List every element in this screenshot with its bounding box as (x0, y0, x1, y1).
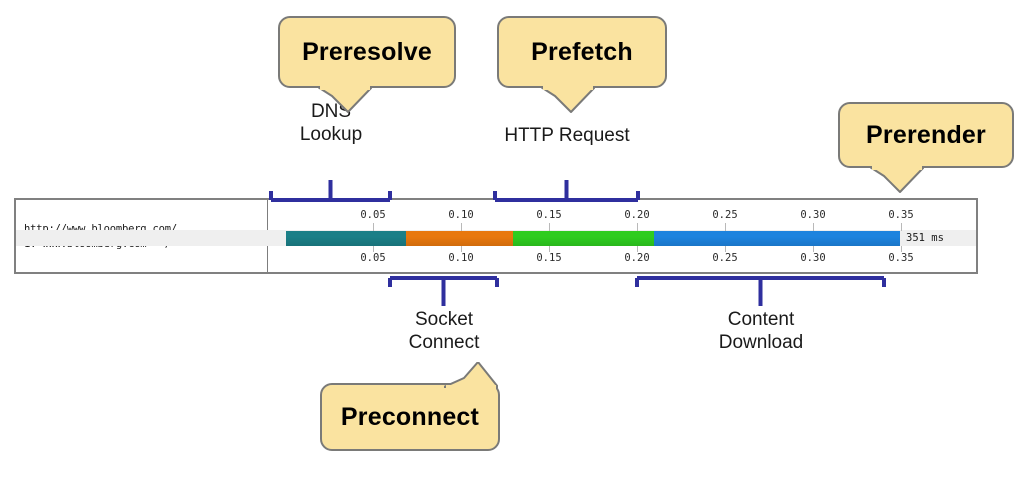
axis-gridline (725, 223, 726, 231)
callout-preconnect-tail-join (446, 385, 496, 391)
axis-gridline (725, 246, 726, 252)
callout-preresolve-tail (318, 87, 372, 113)
callout-prerender-label: Prerender (866, 120, 986, 149)
callout-prefetch-tail-join (543, 84, 593, 90)
axis-gridline (637, 223, 638, 231)
axis-gridline (461, 246, 462, 252)
waterfall-chart-column: 0.05 0.10 0.15 0.20 0.25 0.30 0.35 0.05 0.10 0.1… (268, 200, 976, 272)
label-content-download: Content Download (718, 309, 804, 353)
callout-preconnect-label: Preconnect (340, 402, 480, 431)
bar-segment-dns-lookup (286, 231, 406, 246)
axis-gridline (901, 223, 902, 231)
callout-prerender: Prerender (838, 102, 1014, 193)
axis-tick-top: 0.30 (800, 209, 826, 221)
axis-gridline (461, 223, 462, 231)
label-socket-connect: Socket Connect (408, 309, 480, 353)
callout-prefetch: Prefetch (497, 16, 667, 113)
axis-tick-top: 0.20 (624, 209, 650, 221)
axis-gridline (549, 246, 550, 252)
axis-tick-bottom: 0.20 (624, 252, 650, 264)
content-download-bracket (635, 276, 886, 306)
axis-tick-top: 0.25 (712, 209, 738, 221)
axis-gridline (813, 246, 814, 252)
axis-tick-bottom: 0.15 (536, 252, 562, 264)
callout-preresolve-tail-join (320, 84, 370, 90)
callout-preresolve: Preresolve (278, 16, 456, 113)
axis-tick-bottom: 0.30 (800, 252, 826, 264)
waterfall-table: http://www.bloomberg.com/ 1: www.bloombe… (14, 198, 978, 274)
axis-tick-bottom: 0.05 (360, 252, 386, 264)
bar-segment-content-download (654, 231, 900, 246)
axis-gridline (901, 246, 902, 252)
callout-prefetch-label: Prefetch (531, 37, 633, 66)
axis-gridline (813, 223, 814, 231)
dns-lookup-bracket (269, 180, 392, 202)
axis-tick-top: 0.10 (448, 209, 474, 221)
duration-label: 351 ms (906, 232, 944, 244)
axis-tick-bottom: 0.25 (712, 252, 738, 264)
bar-segment-socket-connect (406, 231, 513, 246)
callout-prerender-tail-join (872, 164, 922, 170)
axis-gridline (373, 223, 374, 231)
socket-connect-bracket (388, 276, 499, 306)
axis-tick-bottom: 0.10 (448, 252, 474, 264)
axis-tick-top: 0.35 (888, 209, 914, 221)
callout-prefetch-tail (541, 87, 595, 113)
axis-gridline (549, 223, 550, 231)
axis-gridline (373, 246, 374, 252)
http-request-bracket (493, 180, 640, 202)
axis-gridline (637, 246, 638, 252)
label-http-request: HTTP Request (504, 125, 630, 146)
bar-segment-http-request (513, 231, 654, 246)
callout-preconnect: Preconnect (320, 362, 500, 451)
axis-tick-top: 0.05 (360, 209, 386, 221)
callout-preresolve-label: Preresolve (302, 37, 432, 66)
axis-tick-top: 0.15 (536, 209, 562, 221)
axis-tick-bottom: 0.35 (888, 252, 914, 264)
callout-prerender-tail (870, 167, 924, 193)
